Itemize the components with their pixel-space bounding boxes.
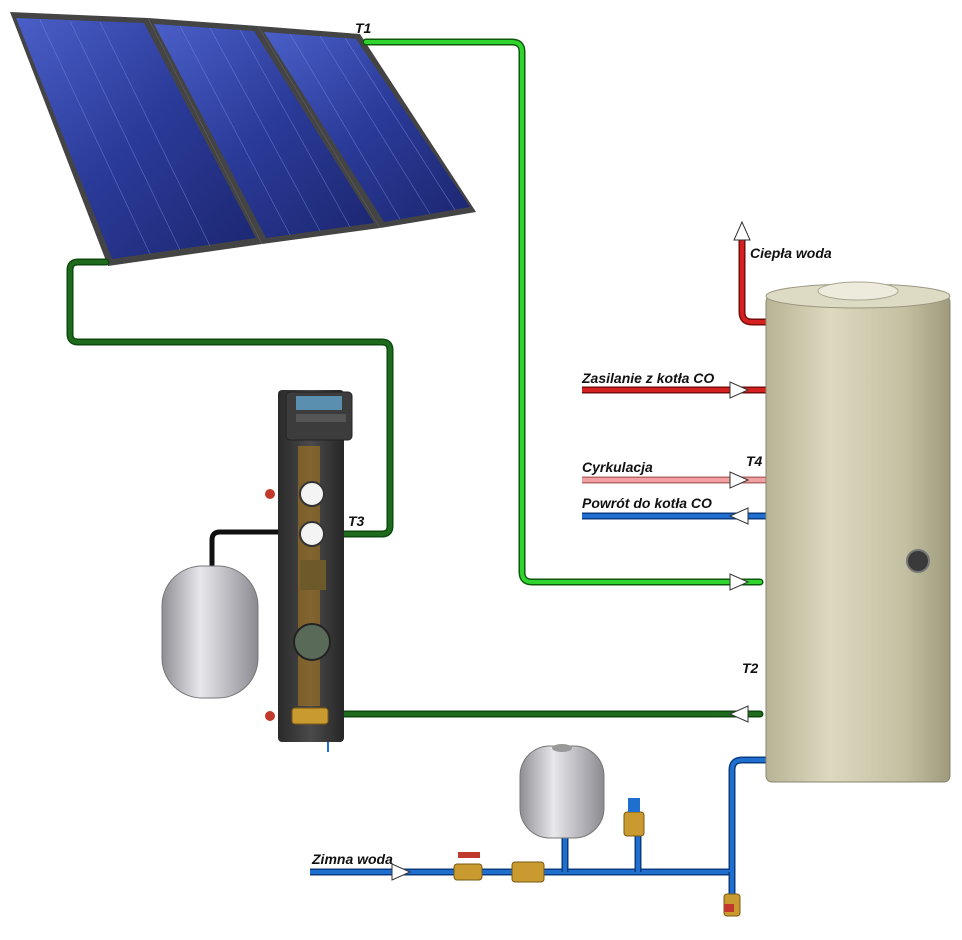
vessel-hose — [209, 529, 278, 568]
safety-valve-icon — [623, 811, 645, 837]
sensor-label-t2: T2 — [742, 660, 759, 676]
dhw-vessel-cap — [552, 744, 572, 752]
sensor-label-t4: T4 — [746, 453, 763, 469]
safety-valve-cap-icon — [628, 798, 640, 812]
solar-inlet-arrow-icon — [729, 573, 750, 591]
circulation-pump-icon — [293, 623, 331, 661]
station-bottom-fitting-icon — [291, 707, 329, 725]
boiler-return-arrow-icon — [728, 507, 749, 525]
ball-valve-icon — [453, 863, 483, 881]
labels: T1 T3 T4 T2 Ciepła woda Zasilanie z kotł… — [311, 20, 832, 867]
circulation-label: Cyrkulacja — [582, 459, 653, 475]
solar-collector-panels — [10, 12, 476, 266]
dhw-vessel-body — [519, 745, 605, 839]
vessel-body — [161, 565, 259, 699]
drain-valve-handle-icon — [724, 904, 734, 912]
expansion-vessel — [161, 529, 278, 699]
boiler-return-label: Powrót do kotła CO — [582, 495, 712, 511]
solar-outlet-arrow-icon — [728, 705, 749, 723]
thermometer-gauge-icon — [299, 481, 325, 507]
tank-port-icon — [906, 549, 930, 573]
fill-valve-icon — [265, 489, 275, 499]
hot-water-label: Ciepła woda — [750, 245, 832, 261]
flow-meter-icon — [300, 560, 326, 590]
ball-valve-handle-icon — [458, 852, 480, 858]
tank-body — [765, 295, 951, 783]
solar-pump-station — [265, 390, 353, 742]
circulation-arrow-icon — [729, 471, 750, 489]
collector-glass-2 — [154, 24, 374, 238]
flow-arrows — [391, 220, 751, 881]
collector-glass-3 — [264, 32, 470, 222]
cold-water-arrow-icon — [391, 863, 412, 881]
check-valve-icon — [511, 861, 545, 883]
storage-tank — [765, 281, 951, 783]
hot-water-arrow-icon — [733, 220, 751, 241]
pressure-gauge-icon — [299, 521, 325, 547]
sensor-label-t1: T1 — [355, 20, 372, 36]
collector-glass-1 — [16, 18, 256, 259]
sensor-label-t3: T3 — [348, 513, 365, 529]
solar-loop-pipes — [66, 38, 764, 718]
collector-absorber-lines — [39, 19, 456, 255]
boiler-supply-arrow-icon — [729, 381, 750, 399]
drain-tap-icon — [265, 711, 275, 721]
boiler-supply-label: Zasilanie z kotła CO — [581, 370, 714, 386]
cold-water-label: Zimna woda — [311, 851, 393, 867]
controller-display-icon — [296, 396, 342, 410]
valves — [453, 798, 741, 917]
controller-buttons-icon — [296, 414, 346, 422]
dhw-expansion-vessel — [519, 744, 605, 839]
tank-cap — [817, 281, 899, 301]
